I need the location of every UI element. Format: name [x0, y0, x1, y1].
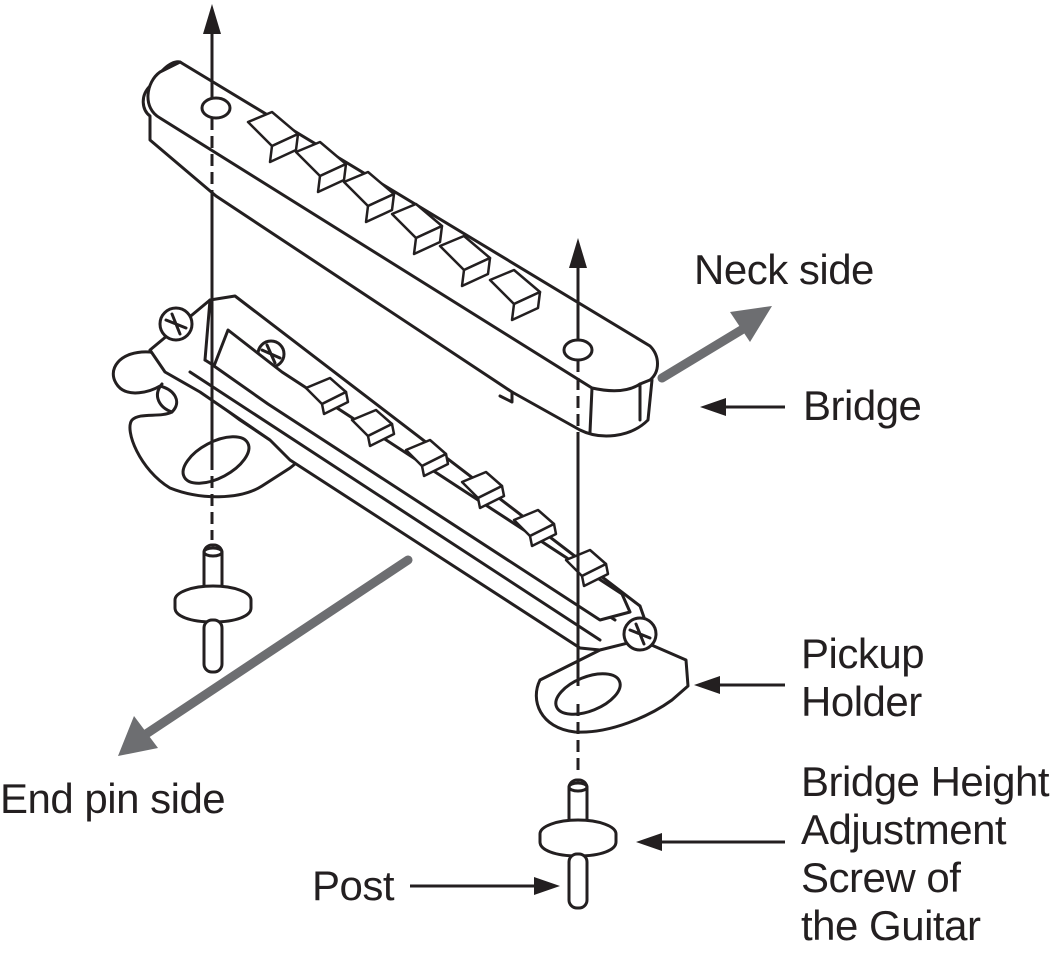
pickup-holder-right-slot [554, 672, 622, 716]
screw-label-line1: Bridge Height [801, 758, 1049, 805]
bridge-callout-arrow [700, 398, 785, 416]
right-assembly-axis [569, 238, 587, 770]
screw-label-line4: the Guitar [801, 902, 981, 949]
screw-callout-arrow [636, 833, 785, 851]
bridge-saddle-1 [246, 110, 300, 164]
bridge-hole-left [200, 96, 232, 120]
bridge-saddle-5 [438, 234, 492, 288]
holder-screw-right [622, 616, 658, 652]
screw-label: Bridge Height Adjustment Screw of the Gu… [801, 758, 1049, 950]
pickup-saddle-2 [350, 408, 396, 448]
holder-screw-left [158, 306, 194, 342]
bridge-label: Bridge [803, 382, 922, 429]
pickup-holder-callout-arrow [694, 676, 785, 694]
bridge-hole-right [562, 338, 594, 362]
screw-label-line2: Adjustment [801, 806, 1007, 853]
post-right [538, 778, 618, 910]
end-pin-side-direction-arrow [118, 555, 413, 756]
bridge-saddle-4 [390, 202, 444, 256]
left-assembly-axis [203, 4, 221, 540]
pickup-holder-label-line2: Holder [801, 678, 922, 725]
end-pin-side-label: End pin side [0, 775, 226, 822]
post-left [173, 543, 253, 674]
post-callout-arrow [410, 877, 560, 895]
pickup-saddle-4 [460, 470, 506, 510]
bridge-saddle-6 [488, 268, 542, 322]
bridge-saddle-3 [342, 170, 396, 224]
bridge-body [141, 60, 659, 438]
pickup-saddle-1 [304, 376, 350, 416]
pickup-saddle-5 [512, 508, 558, 548]
neck-side-direction-arrow [657, 306, 772, 383]
pickup-holder-left-ear [111, 350, 302, 499]
pickup-holder-label: Pickup Holder [801, 630, 925, 726]
pickup-holder-label-line1: Pickup [801, 630, 925, 677]
pickup-saddle-3 [404, 438, 450, 478]
neck-side-label: Neck side [694, 246, 874, 293]
bridge-saddle-2 [294, 140, 348, 194]
pickup-holder [111, 294, 690, 734]
screw-label-line3: Screw of [801, 854, 961, 901]
pickup-element [212, 328, 632, 622]
pickup-holder-left-slot [181, 435, 251, 485]
post-label: Post [312, 862, 395, 909]
